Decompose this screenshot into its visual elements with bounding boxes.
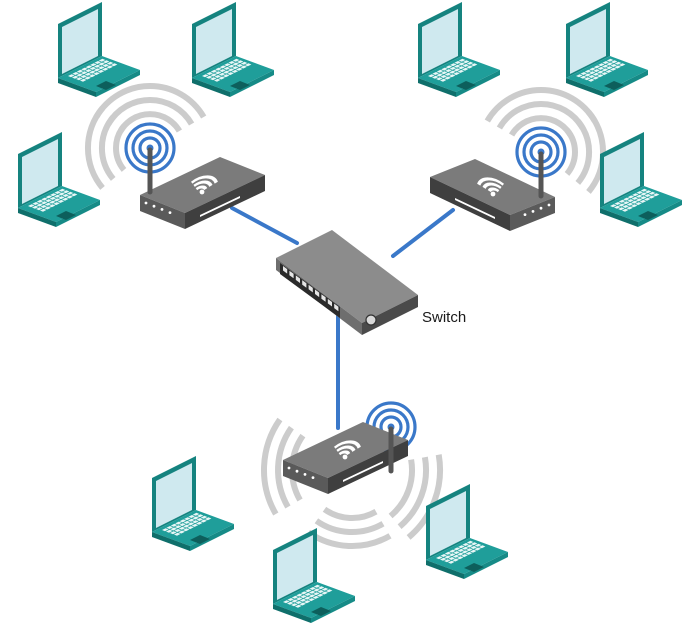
grey-wave-up-left [93,82,207,133]
grey-wave-side-right [564,110,607,194]
laptop-icon [273,528,355,623]
link-switch-router-right [391,208,455,258]
laptop-icon [152,456,234,551]
laptop-icon [600,132,682,227]
links [230,206,455,430]
link-switch-router-left [230,206,299,245]
laptop-icon [566,2,648,97]
laptop-icon [18,132,100,227]
wireless-router-icon [283,422,408,494]
network-switch [276,230,418,335]
routers [140,147,555,494]
grey-wave-right-bottom [388,454,444,540]
grey-wave-side-left [84,106,127,190]
laptop-icon [192,2,274,97]
wireless-router-icon [430,151,555,231]
grey-wave-down-bottom [306,506,392,549]
switch-label: Switch [422,309,466,326]
grey-wave-up-right [484,86,598,137]
wireless-router-icon [140,147,265,229]
laptop-icon [418,2,500,97]
laptop-icon [58,2,140,97]
network-switch-icon [276,230,418,335]
laptops [18,2,682,623]
laptop-icon [426,484,508,579]
